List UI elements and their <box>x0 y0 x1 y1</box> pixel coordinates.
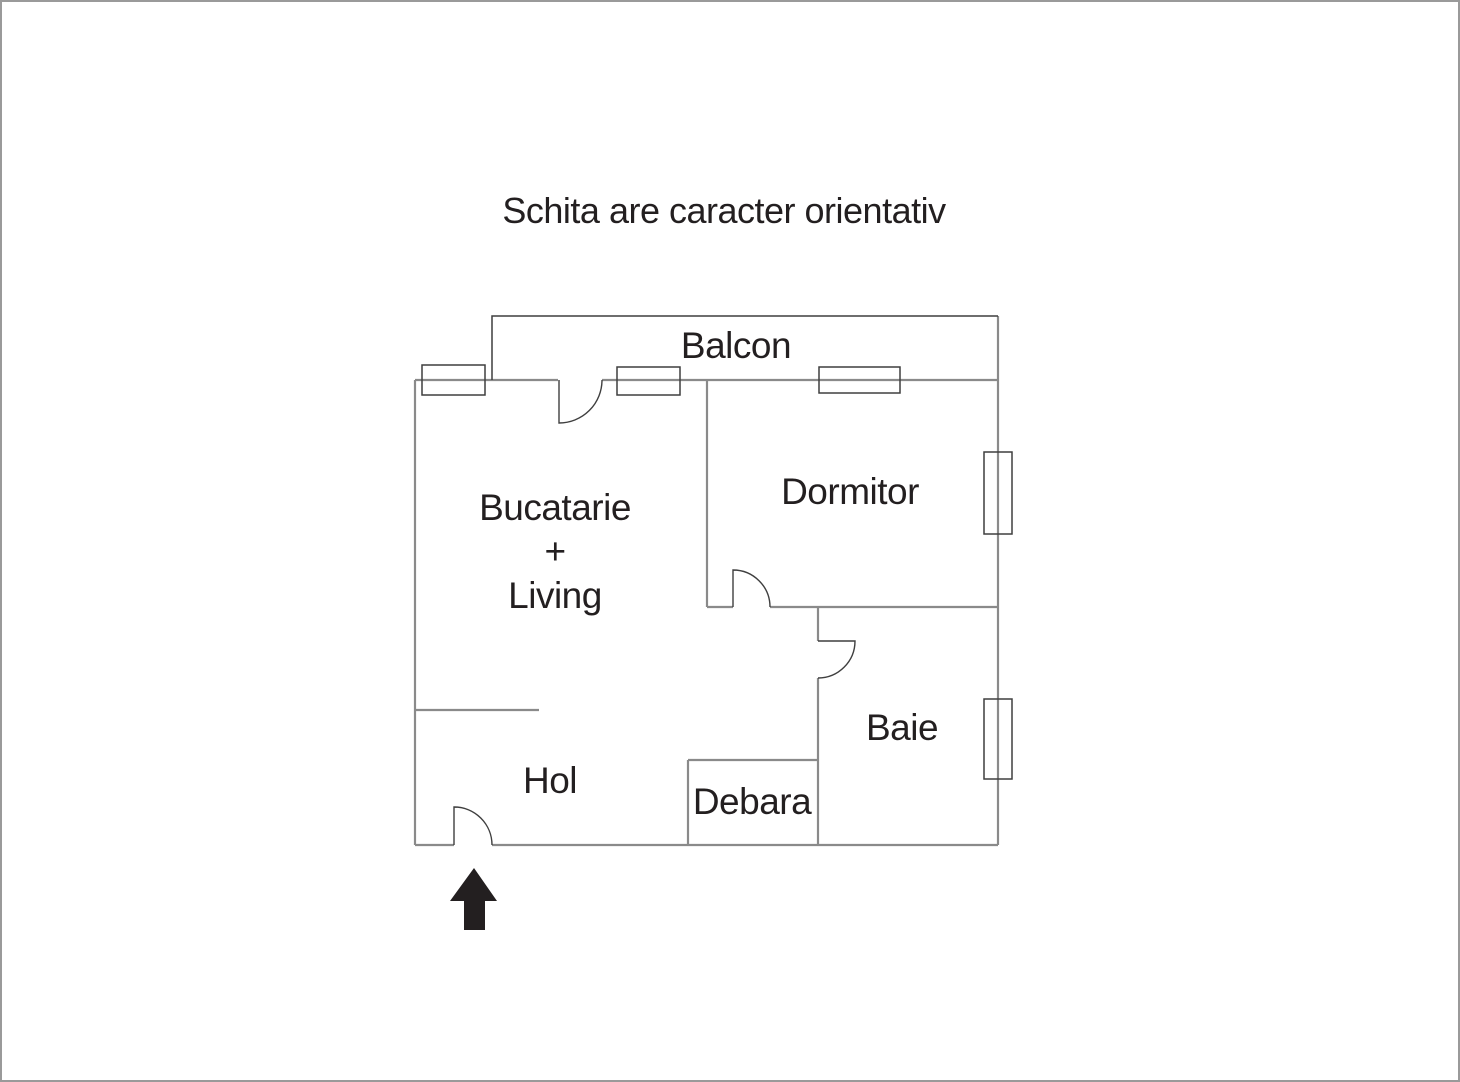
window-symbol-kitchen-top <box>421 364 486 396</box>
room-label-hol: Hol <box>522 760 578 801</box>
window-symbols <box>421 364 1013 780</box>
door-symbol-balcony <box>558 379 603 424</box>
window-symbol-balcony-wall <box>616 366 681 396</box>
entrance-arrow-icon <box>450 868 497 930</box>
room-label-baie: Baie <box>865 707 939 748</box>
door-symbol-baie <box>817 640 856 679</box>
window-symbol-baie-right <box>983 698 1013 780</box>
room-label-balcon: Balcon <box>680 325 792 366</box>
plan-title: Schita are caracter orientativ <box>502 190 946 231</box>
window-symbol-dormitor-right <box>983 451 1013 535</box>
interior-walls <box>415 380 998 845</box>
balcony-outline <box>491 315 998 380</box>
room-label-debara: Debara <box>692 781 812 822</box>
door-symbol-dormitor <box>732 569 771 608</box>
window-symbol-dormitor-top <box>818 366 901 394</box>
door-symbols <box>453 379 856 846</box>
wall-lines <box>413 316 1000 847</box>
outer-walls <box>413 316 1000 847</box>
door-symbol-entrance <box>453 806 493 846</box>
room-label-dormitor: Dormitor <box>781 471 919 512</box>
room-label-bucatarie-living: Bucatarie + Living <box>479 487 631 616</box>
